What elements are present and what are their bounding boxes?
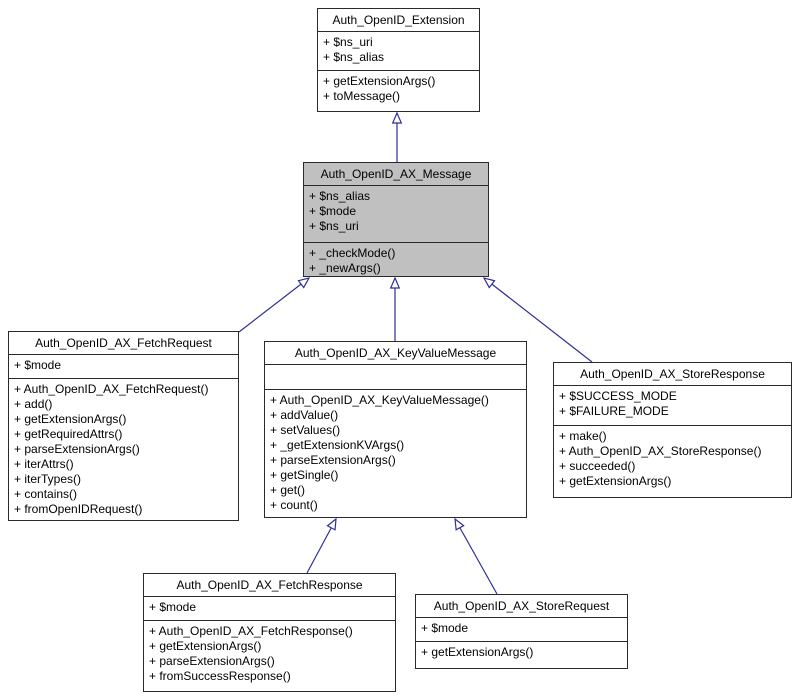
attribute-row: + $ns_alias bbox=[323, 50, 385, 64]
method-row: + fromSuccessResponse() bbox=[149, 669, 291, 683]
inheritance-edge-fetchrequest-to-ax-message bbox=[238, 278, 309, 333]
class-box-auth-openid-extension[interactable]: Auth_OpenID_Extension + $ns_uri+ $ns_ali… bbox=[317, 8, 480, 112]
method-row: + getExtensionArgs() bbox=[559, 474, 672, 488]
method-row: + succeeded() bbox=[559, 459, 636, 473]
method-row: + parseExtensionArgs() bbox=[270, 453, 396, 467]
class-name[interactable]: Auth_OpenID_AX_KeyValueMessage bbox=[265, 342, 526, 365]
attribute-row: + $ns_uri bbox=[309, 219, 359, 233]
attributes-section: + $mode bbox=[144, 597, 395, 621]
methods-section: + getExtensionArgs() bbox=[416, 642, 627, 668]
method-row: + count() bbox=[270, 498, 318, 512]
method-row: + iterTypes() bbox=[14, 472, 82, 486]
inheritance-edge-storerequest-to-keyvaluemessage bbox=[455, 519, 498, 595]
methods-section: + Auth_OpenID_AX_FetchRequest()+ add()+ … bbox=[9, 379, 238, 520]
method-row: + addValue() bbox=[270, 408, 339, 422]
class-name[interactable]: Auth_OpenID_AX_FetchRequest bbox=[9, 332, 238, 355]
method-row: + getExtensionArgs() bbox=[149, 639, 262, 653]
attributes-section: + $mode bbox=[416, 618, 627, 642]
method-row: + getExtensionArgs() bbox=[421, 645, 534, 659]
class-name[interactable]: Auth_OpenID_AX_FetchResponse bbox=[144, 574, 395, 597]
method-row: + _getExtensionKVArgs() bbox=[270, 438, 405, 452]
class-name[interactable]: Auth_OpenID_AX_Message bbox=[304, 163, 488, 186]
method-row: + toMessage() bbox=[323, 89, 401, 103]
attribute-row: + $ns_uri bbox=[323, 35, 373, 49]
method-row: + getExtensionArgs() bbox=[323, 74, 436, 88]
method-row: + make() bbox=[559, 429, 607, 443]
methods-section: + _checkMode()+ _newArgs() bbox=[304, 243, 488, 276]
class-name[interactable]: Auth_OpenID_Extension bbox=[318, 9, 479, 32]
methods-section: + getExtensionArgs()+ toMessage() bbox=[318, 71, 479, 111]
method-row: + iterAttrs() bbox=[14, 457, 74, 471]
method-row: + parseExtensionArgs() bbox=[14, 442, 140, 456]
class-box-auth-openid-ax-storeresponse[interactable]: Auth_OpenID_AX_StoreResponse + $SUCCESS_… bbox=[553, 362, 792, 498]
method-row: + setValues() bbox=[270, 423, 341, 437]
attribute-row: + $mode bbox=[421, 621, 469, 635]
class-box-auth-openid-ax-keyvaluemessage[interactable]: Auth_OpenID_AX_KeyValueMessage + Auth_Op… bbox=[264, 341, 527, 518]
method-row: + contains() bbox=[14, 487, 78, 501]
attributes-section: + $SUCCESS_MODE+ $FAILURE_MODE bbox=[554, 386, 791, 426]
method-row: + add() bbox=[14, 397, 53, 411]
methods-section: + make()+ Auth_OpenID_AX_StoreResponse()… bbox=[554, 426, 791, 497]
inheritance-edge-fetchresponse-to-keyvaluemessage bbox=[306, 519, 336, 574]
method-row: + Auth_OpenID_AX_FetchResponse() bbox=[149, 624, 353, 638]
methods-section: + Auth_OpenID_AX_FetchResponse()+ getExt… bbox=[144, 621, 395, 691]
class-box-auth-openid-ax-fetchresponse[interactable]: Auth_OpenID_AX_FetchResponse + $mode + A… bbox=[143, 573, 396, 692]
class-name[interactable]: Auth_OpenID_AX_StoreRequest bbox=[416, 595, 627, 618]
attributes-section: + $ns_alias+ $mode+ $ns_uri bbox=[304, 186, 488, 243]
attributes-section bbox=[265, 365, 526, 390]
method-row: + Auth_OpenID_AX_FetchRequest() bbox=[14, 382, 209, 396]
attributes-section: + $ns_uri+ $ns_alias bbox=[318, 32, 479, 71]
method-row: + _newArgs() bbox=[309, 261, 381, 275]
attribute-row: + $ns_alias bbox=[309, 189, 371, 203]
attribute-row: + $SUCCESS_MODE bbox=[559, 389, 677, 403]
method-row: + parseExtensionArgs() bbox=[149, 654, 275, 668]
method-row: + fromOpenIDRequest() bbox=[14, 502, 143, 516]
methods-section: + Auth_OpenID_AX_KeyValueMessage()+ addV… bbox=[265, 390, 526, 517]
method-row: + Auth_OpenID_AX_KeyValueMessage() bbox=[270, 393, 489, 407]
attribute-row: + $mode bbox=[14, 358, 62, 372]
method-row: + _checkMode() bbox=[309, 246, 396, 260]
attributes-section: + $mode bbox=[9, 355, 238, 379]
attribute-row: + $mode bbox=[149, 600, 197, 614]
class-box-auth-openid-ax-fetchrequest[interactable]: Auth_OpenID_AX_FetchRequest + $mode + Au… bbox=[8, 331, 239, 521]
method-row: + getExtensionArgs() bbox=[14, 412, 127, 426]
attribute-row: + $mode bbox=[309, 204, 357, 218]
method-row: + getSingle() bbox=[270, 468, 339, 482]
method-row: + getRequiredAttrs() bbox=[14, 427, 123, 441]
inheritance-edge-storeresponse-to-ax-message bbox=[484, 278, 593, 363]
class-box-auth-openid-ax-message[interactable]: Auth_OpenID_AX_Message + $ns_alias+ $mod… bbox=[303, 162, 489, 277]
class-box-auth-openid-ax-storerequest[interactable]: Auth_OpenID_AX_StoreRequest + $mode + ge… bbox=[415, 594, 628, 669]
attribute-row: + $FAILURE_MODE bbox=[559, 404, 669, 418]
method-row: + get() bbox=[270, 483, 306, 497]
method-row: + Auth_OpenID_AX_StoreResponse() bbox=[559, 444, 762, 458]
class-name[interactable]: Auth_OpenID_AX_StoreResponse bbox=[554, 363, 791, 386]
